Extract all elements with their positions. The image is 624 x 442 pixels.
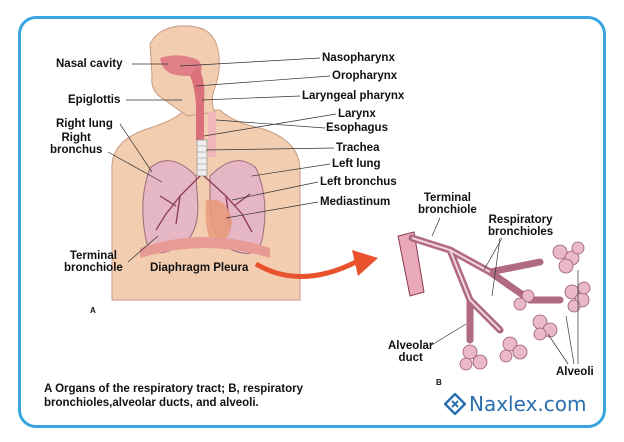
panel-marker-a: A — [90, 306, 96, 315]
label-esophagus: Esophagus — [326, 122, 388, 134]
label-trachea: Trachea — [336, 142, 380, 154]
figure-caption: A Organs of the respiratory tract; B, re… — [44, 383, 304, 409]
panel-marker-b: B — [436, 378, 442, 387]
diaphragm-shape — [140, 237, 270, 258]
pharynx-shape — [190, 66, 205, 140]
label-right-bronchus: Right bronchus — [50, 132, 103, 156]
label-terminal-bronchiole-a: Terminal bronchiole — [64, 250, 123, 274]
brand-name: Naxlex.com — [469, 392, 587, 416]
label-larynx: Larynx — [338, 108, 376, 120]
label-mediastinum: Mediastinum — [320, 196, 391, 208]
mediastinum-shape — [205, 199, 232, 244]
label-alveoli: Alveoli — [556, 366, 594, 378]
label-right-lung: Right lung — [56, 118, 113, 130]
label-oropharynx: Oropharynx — [332, 70, 398, 82]
label-epiglottis: Epiglottis — [68, 94, 121, 106]
label-left-bronchus: Left bronchus — [320, 176, 397, 188]
label-nasopharynx: Nasopharynx — [322, 52, 395, 64]
naxlex-brand[interactable]: Naxlex.com — [444, 392, 586, 416]
alveoli-clusters — [459, 241, 591, 371]
naxlex-logo-icon — [444, 393, 466, 415]
label-respiratory-bronchioles: Respiratory bronchioles — [488, 214, 554, 238]
label-diaphragm-pleura: Diaphragm Pleura — [150, 262, 249, 274]
label-nasal-cavity: Nasal cavity — [56, 58, 123, 70]
label-left-lung: Left lung — [332, 158, 381, 170]
arrow-head — [352, 250, 378, 276]
label-terminal-bronchiole-b: Terminal bronchiole — [418, 192, 477, 216]
label-laryngeal-pharynx: Laryngeal pharynx — [302, 90, 405, 102]
label-alveolar-duct: Alveolar duct — [388, 340, 434, 364]
pointer-arrow — [254, 259, 358, 279]
bronchiole-tree-b — [397, 231, 591, 371]
